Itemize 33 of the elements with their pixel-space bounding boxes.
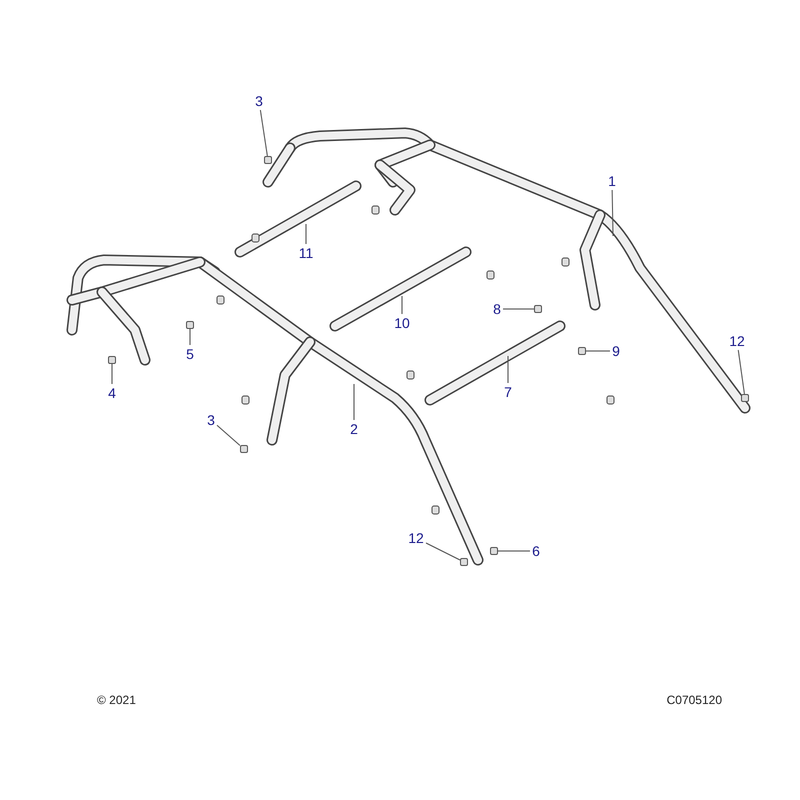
callout-number: 9 <box>612 343 620 359</box>
callout-number: 8 <box>493 301 501 317</box>
fastener <box>240 445 248 453</box>
copyright-note: © 2021 <box>97 693 136 707</box>
fastener <box>534 305 542 313</box>
fastener <box>741 394 749 402</box>
callout-number: 6 <box>532 543 540 559</box>
callout-number: 7 <box>504 384 512 400</box>
callout-number: 12 <box>408 530 424 546</box>
callout-number: 4 <box>108 385 116 401</box>
callout-number: 5 <box>186 346 194 362</box>
callout-number: 11 <box>298 245 314 261</box>
callout-number: 2 <box>350 421 358 437</box>
callout-number: 3 <box>207 412 215 428</box>
fastener <box>490 547 498 555</box>
fastener <box>264 156 272 164</box>
fastener <box>578 347 586 355</box>
leader-line <box>738 350 745 394</box>
leader-line <box>502 308 534 310</box>
leader-line <box>612 190 614 236</box>
leader-line <box>586 350 610 352</box>
leader-line <box>260 110 268 156</box>
leader-line <box>498 550 530 552</box>
callout-number: 10 <box>394 315 410 331</box>
callout-number: 3 <box>255 93 263 109</box>
fastener <box>108 356 116 364</box>
callout-number: 12 <box>729 333 745 349</box>
figure-code: C0705120 <box>666 693 722 707</box>
leader-line <box>426 542 460 560</box>
callout-number: 1 <box>608 173 616 189</box>
leader-line <box>216 424 240 446</box>
fastener <box>460 558 468 566</box>
fastener <box>186 321 194 329</box>
